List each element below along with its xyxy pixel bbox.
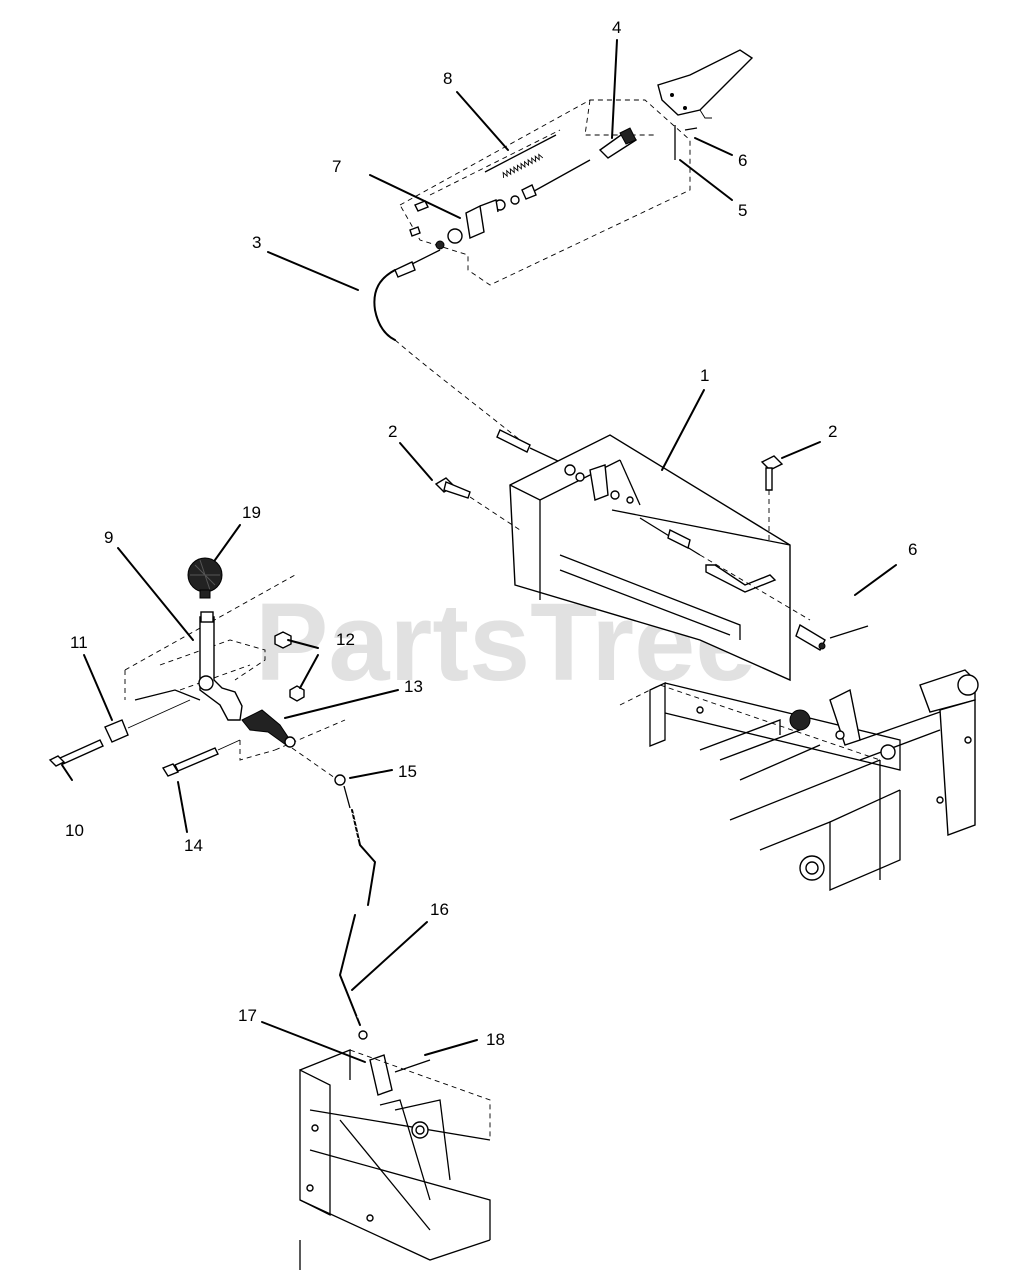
throttle-cable <box>373 269 561 463</box>
callout-3: 3 <box>252 233 261 252</box>
callout-numbers: 1 2 2 3 4 5 6 6 7 8 9 10 11 12 13 14 15 … <box>65 18 917 1049</box>
tractor-frame-right <box>619 669 979 891</box>
callout-14: 14 <box>184 836 203 855</box>
callout-19: 19 <box>242 503 261 522</box>
callout-2-left: 2 <box>388 422 397 441</box>
upper-dash-panel <box>394 49 754 286</box>
callout-8: 8 <box>443 69 452 88</box>
callout-9: 9 <box>104 528 113 547</box>
control-panel-cover <box>434 434 869 682</box>
callout-16: 16 <box>430 900 449 919</box>
callout-13: 13 <box>404 677 423 696</box>
callout-5: 5 <box>738 201 747 220</box>
callout-6-top: 6 <box>738 151 747 170</box>
lower-lever-assembly <box>48 557 351 809</box>
callout-2-right: 2 <box>828 422 837 441</box>
callout-17: 17 <box>238 1006 257 1025</box>
callout-4: 4 <box>612 18 621 37</box>
callout-11: 11 <box>70 633 88 652</box>
leader-lines <box>61 39 897 1063</box>
callout-1: 1 <box>700 366 709 385</box>
callout-12: 12 <box>336 630 355 649</box>
callout-15: 15 <box>398 762 417 781</box>
callout-10: 10 <box>65 821 84 840</box>
callout-18: 18 <box>486 1030 505 1049</box>
callout-6-right: 6 <box>908 540 917 559</box>
control-rod <box>338 809 377 1040</box>
tractor-frame-bottom <box>299 1049 491 1270</box>
callout-7: 7 <box>332 157 341 176</box>
